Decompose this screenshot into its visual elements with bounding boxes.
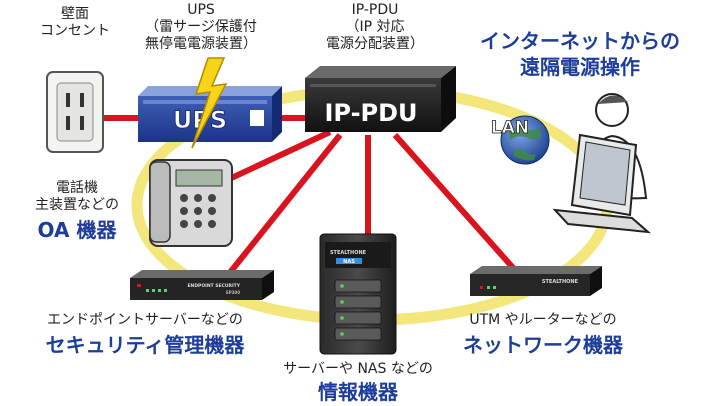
phone-label: 電話機 主装置などの	[14, 180, 140, 214]
ip-pdu-label: IP-PDU （IP 対応 電源分配装置）	[300, 2, 450, 53]
lan-globe-icon: LAN	[490, 115, 550, 165]
ip-pdu-label-line-2: （IP 対応	[345, 19, 405, 35]
nas-brand-text: STEALTHONE	[330, 250, 367, 256]
endpoint-model-text: EP300	[226, 290, 240, 295]
remote-operator-icon	[552, 93, 652, 234]
wall-outlet-label: 壁面 コンセント	[30, 6, 120, 40]
remote-operation-label: インターネットからの 遠隔電源操作	[468, 28, 692, 80]
endpoint-label: エンドポイントサーバーなどの	[47, 312, 243, 328]
network-category-label: ネットワーク機器	[463, 333, 623, 357]
pdu-front-text: IP-PDU	[324, 99, 417, 127]
oa-category-label: OA 機器	[37, 218, 117, 242]
telephone-icon	[149, 159, 233, 247]
power-line-pdu-utm	[392, 133, 518, 272]
endpoint-appliance-icon: ENDPOINT SECURITY EP300	[130, 270, 274, 300]
lan-badge-text: LAN	[491, 118, 529, 138]
power-line-pdu-endpoint	[225, 133, 343, 277]
lightning-icon	[191, 57, 228, 149]
wall-outlet-icon	[46, 71, 104, 153]
ups-label-line-1: UPS	[187, 2, 215, 18]
endpoint-front-text: ENDPOINT SECURITY	[187, 283, 240, 289]
server-label: サーバーや NAS などの	[283, 361, 433, 377]
ip-pdu-label-line-1: IP-PDU	[351, 2, 399, 18]
phone-label-line-1: 電話機	[56, 180, 98, 196]
ups-device-icon: UPS	[138, 86, 282, 142]
wall-outlet-label-line-2: コンセント	[40, 23, 110, 39]
nas-server-icon: STEALTHONE NAS	[319, 233, 397, 355]
security-category-label: セキュリティ管理機器	[45, 333, 245, 357]
wall-outlet-label-line-1: 壁面	[61, 6, 89, 22]
ip-pdu-device-icon: IP-PDU	[305, 66, 456, 132]
phone-label-line-2: 主装置などの	[35, 197, 119, 213]
info-category-label: 情報機器	[318, 380, 398, 404]
ip-pdu-label-line-3: 電源分配装置）	[326, 36, 424, 52]
remote-operation-line-2: 遠隔電源操作	[520, 55, 640, 79]
remote-operation-line-1: インターネットからの	[480, 29, 680, 53]
ups-label-line-3: 無停電電源装置）	[145, 36, 257, 52]
utm-router-icon: STEALTHONE	[470, 266, 602, 296]
nas-screen-text: NAS	[343, 259, 355, 265]
utm-brand-text: STEALTHONE	[542, 279, 579, 285]
ups-label: UPS （雷サージ保護付 無停電電源装置）	[126, 2, 276, 53]
ups-label-line-2: （雷サージ保護付	[145, 19, 257, 35]
utm-label: UTM やルーターなどの	[469, 312, 617, 328]
